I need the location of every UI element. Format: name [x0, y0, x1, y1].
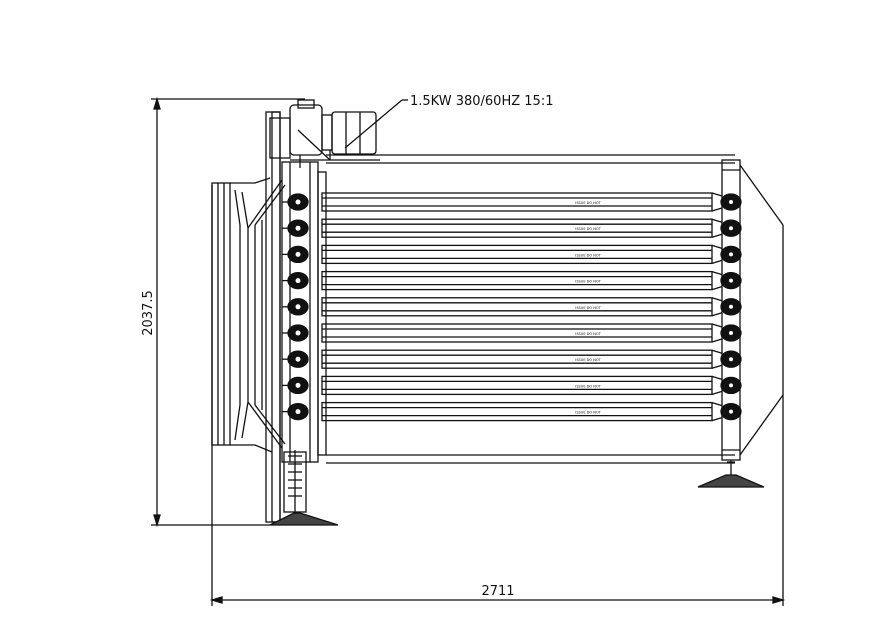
- roller: [720, 350, 742, 368]
- height-dimension-label: 2037.5: [141, 290, 156, 336]
- tube-label: ISSUE DO NOT: [575, 280, 601, 284]
- tube: ISSUE DO NOT: [321, 218, 723, 238]
- tube: ISSUE DO NOT: [321, 192, 723, 212]
- left-frame: [265, 111, 327, 523]
- width-dimension-label: 2711: [481, 584, 514, 599]
- roller-column-right: [720, 193, 742, 421]
- tube-label: ISSUE DO NOT: [575, 253, 601, 257]
- roller: [282, 350, 309, 368]
- roller: [720, 324, 742, 342]
- tube-label: ISSUE DO NOT: [575, 411, 601, 415]
- roller: [282, 271, 309, 290]
- roller: [720, 376, 742, 395]
- conveyor-frame: [326, 154, 741, 464]
- tube-bank: ISSUE DO NOT ISSUE DO NOT ISSUE DO NOT ISSU…: [321, 192, 723, 422]
- roller: [720, 245, 742, 264]
- roller: [720, 219, 742, 237]
- tube: ISSUE DO NOT: [321, 401, 723, 422]
- tube: ISSUE DO NOT: [321, 270, 723, 291]
- roller: [282, 245, 309, 264]
- roller: [282, 219, 309, 237]
- tube: ISSUE DO NOT: [321, 297, 723, 317]
- tube: ISSUE DO NOT: [321, 349, 723, 369]
- roller: [282, 193, 309, 211]
- motor: [269, 99, 380, 168]
- tube: ISSUE DO NOT: [321, 244, 723, 265]
- tube-label: ISSUE DO NOT: [575, 358, 601, 362]
- roller: [720, 271, 742, 290]
- tube-label: ISSUE DO NOT: [575, 227, 601, 231]
- roller: [282, 324, 309, 342]
- roller: [720, 402, 742, 421]
- roller: [282, 376, 309, 395]
- roller: [720, 298, 742, 316]
- right-foot: [697, 460, 765, 488]
- tube-label: ISSUE DO NOT: [575, 384, 601, 388]
- roller-column-left: [282, 193, 309, 421]
- roller: [282, 402, 309, 421]
- roller: [282, 298, 309, 316]
- tube: ISSUE DO NOT: [321, 375, 723, 396]
- tube-label: ISSUE DO NOT: [575, 332, 601, 336]
- roller: [720, 193, 742, 211]
- tube: ISSUE DO NOT: [321, 323, 723, 343]
- motor-spec-label: 1.5KW 380/60HZ 15:1: [410, 94, 553, 109]
- height-dimension: [151, 96, 305, 528]
- tube-label: ISSUE DO NOT: [575, 306, 601, 310]
- feed-hood: [211, 177, 286, 453]
- tube-label: ISSUE DO NOT: [575, 201, 601, 205]
- discharge-guard: [739, 164, 784, 456]
- motor-leader: [344, 99, 408, 149]
- left-foot: [269, 450, 339, 526]
